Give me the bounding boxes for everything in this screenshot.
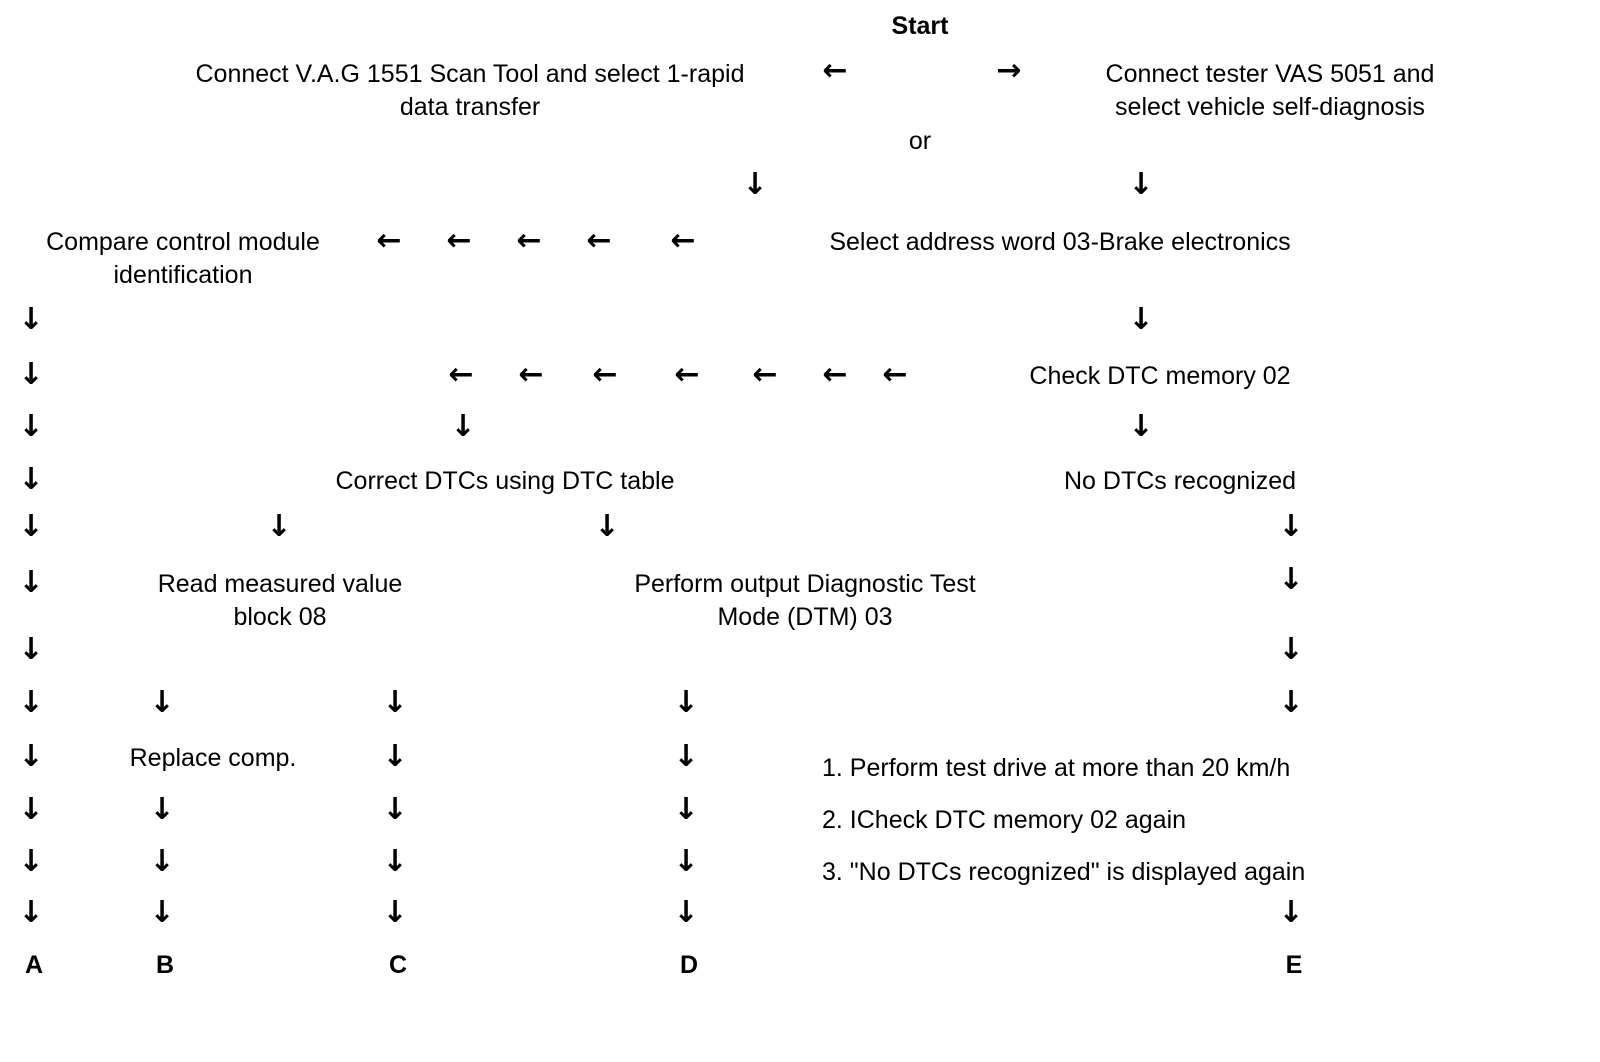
arrow-down-icon: ↓	[673, 844, 699, 879]
arrow-down-icon: ↓	[1278, 509, 1304, 544]
arrow-left-icon: ←	[446, 223, 472, 258]
arrow-down-icon: ↓	[673, 739, 699, 774]
arrow-down-icon: ↓	[18, 792, 44, 827]
arrow-left-icon: ←	[882, 357, 908, 392]
arrow-down-icon: ↓	[18, 895, 44, 930]
node-correct-dtcs: Correct DTCs using DTC table	[335, 467, 675, 495]
arrow-down-icon: ↓	[594, 509, 620, 544]
arrow-down-icon: ↓	[1278, 895, 1304, 930]
node-perform-output-dtm: Perform output Diagnostic Test Mode (DTM…	[634, 570, 976, 631]
arrow-down-icon: ↓	[1128, 302, 1154, 337]
arrow-down-icon: ↓	[742, 167, 768, 202]
arrow-down-icon: ↓	[382, 844, 408, 879]
arrow-down-icon: ↓	[382, 739, 408, 774]
test-drive-step-3: 3. "No DTCs recognized" is displayed aga…	[822, 858, 1306, 886]
node-no-dtcs-recognized: No DTCs recognized	[1063, 467, 1297, 495]
arrow-left-icon: ←	[586, 223, 612, 258]
arrow-down-icon: ↓	[1278, 632, 1304, 667]
or-label: or	[908, 127, 932, 155]
arrow-down-icon: ↓	[149, 844, 175, 879]
terminal-label-a: A	[24, 951, 44, 979]
node-connect-vas: Connect tester VAS 5051 and select vehic…	[1105, 60, 1435, 121]
arrow-left-icon: ←	[822, 53, 848, 88]
arrow-down-icon: ↓	[673, 685, 699, 720]
node-compare-identification: Compare control module identification	[46, 228, 320, 289]
arrow-down-icon: ↓	[450, 409, 476, 444]
test-drive-step-1: 1. Perform test drive at more than 20 km…	[822, 754, 1291, 782]
arrow-left-icon: ←	[670, 223, 696, 258]
arrow-down-icon: ↓	[1128, 409, 1154, 444]
arrow-down-icon: ↓	[382, 895, 408, 930]
arrow-down-icon: ↓	[1278, 685, 1304, 720]
terminal-label-c: C	[388, 951, 408, 979]
arrow-left-icon: ←	[674, 357, 700, 392]
arrow-down-icon: ↓	[382, 685, 408, 720]
arrow-left-icon: ←	[376, 223, 402, 258]
arrow-down-icon: ↓	[149, 792, 175, 827]
arrow-down-icon: ↓	[18, 462, 44, 497]
arrow-down-icon: ↓	[18, 844, 44, 879]
arrow-down-icon: ↓	[18, 685, 44, 720]
arrow-left-icon: ←	[822, 357, 848, 392]
arrow-down-icon: ↓	[673, 792, 699, 827]
node-replace-comp: Replace comp.	[129, 744, 297, 772]
page-title: Start	[891, 12, 949, 40]
arrow-left-icon: ←	[518, 357, 544, 392]
terminal-label-e: E	[1285, 951, 1303, 979]
arrow-down-icon: ↓	[18, 409, 44, 444]
node-select-address-word: Select address word 03-Brake electronics	[829, 228, 1291, 256]
test-drive-step-2: 2. ICheck DTC memory 02 again	[822, 806, 1187, 834]
arrow-down-icon: ↓	[149, 685, 175, 720]
node-check-dtc-memory: Check DTC memory 02	[1029, 362, 1291, 390]
arrow-down-icon: ↓	[382, 792, 408, 827]
arrow-down-icon: ↓	[673, 895, 699, 930]
arrow-left-icon: ←	[448, 357, 474, 392]
arrow-down-icon: ↓	[266, 509, 292, 544]
arrow-down-icon: ↓	[18, 739, 44, 774]
terminal-label-b: B	[155, 951, 175, 979]
arrow-down-icon: ↓	[18, 509, 44, 544]
node-connect-vag: Connect V.A.G 1551 Scan Tool and select …	[195, 60, 745, 121]
arrow-down-icon: ↓	[18, 302, 44, 337]
arrow-left-icon: ←	[592, 357, 618, 392]
terminal-label-d: D	[679, 951, 699, 979]
arrow-left-icon: ←	[752, 357, 778, 392]
arrow-down-icon: ↓	[18, 632, 44, 667]
arrow-down-icon: ↓	[1128, 167, 1154, 202]
arrow-down-icon: ↓	[18, 565, 44, 600]
arrow-down-icon: ↓	[1278, 562, 1304, 597]
arrow-down-icon: ↓	[149, 895, 175, 930]
node-read-measured-value: Read measured value block 08	[157, 570, 403, 631]
arrow-down-icon: ↓	[18, 357, 44, 392]
arrow-left-icon: ←	[516, 223, 542, 258]
arrow-right-icon: →	[996, 53, 1022, 88]
